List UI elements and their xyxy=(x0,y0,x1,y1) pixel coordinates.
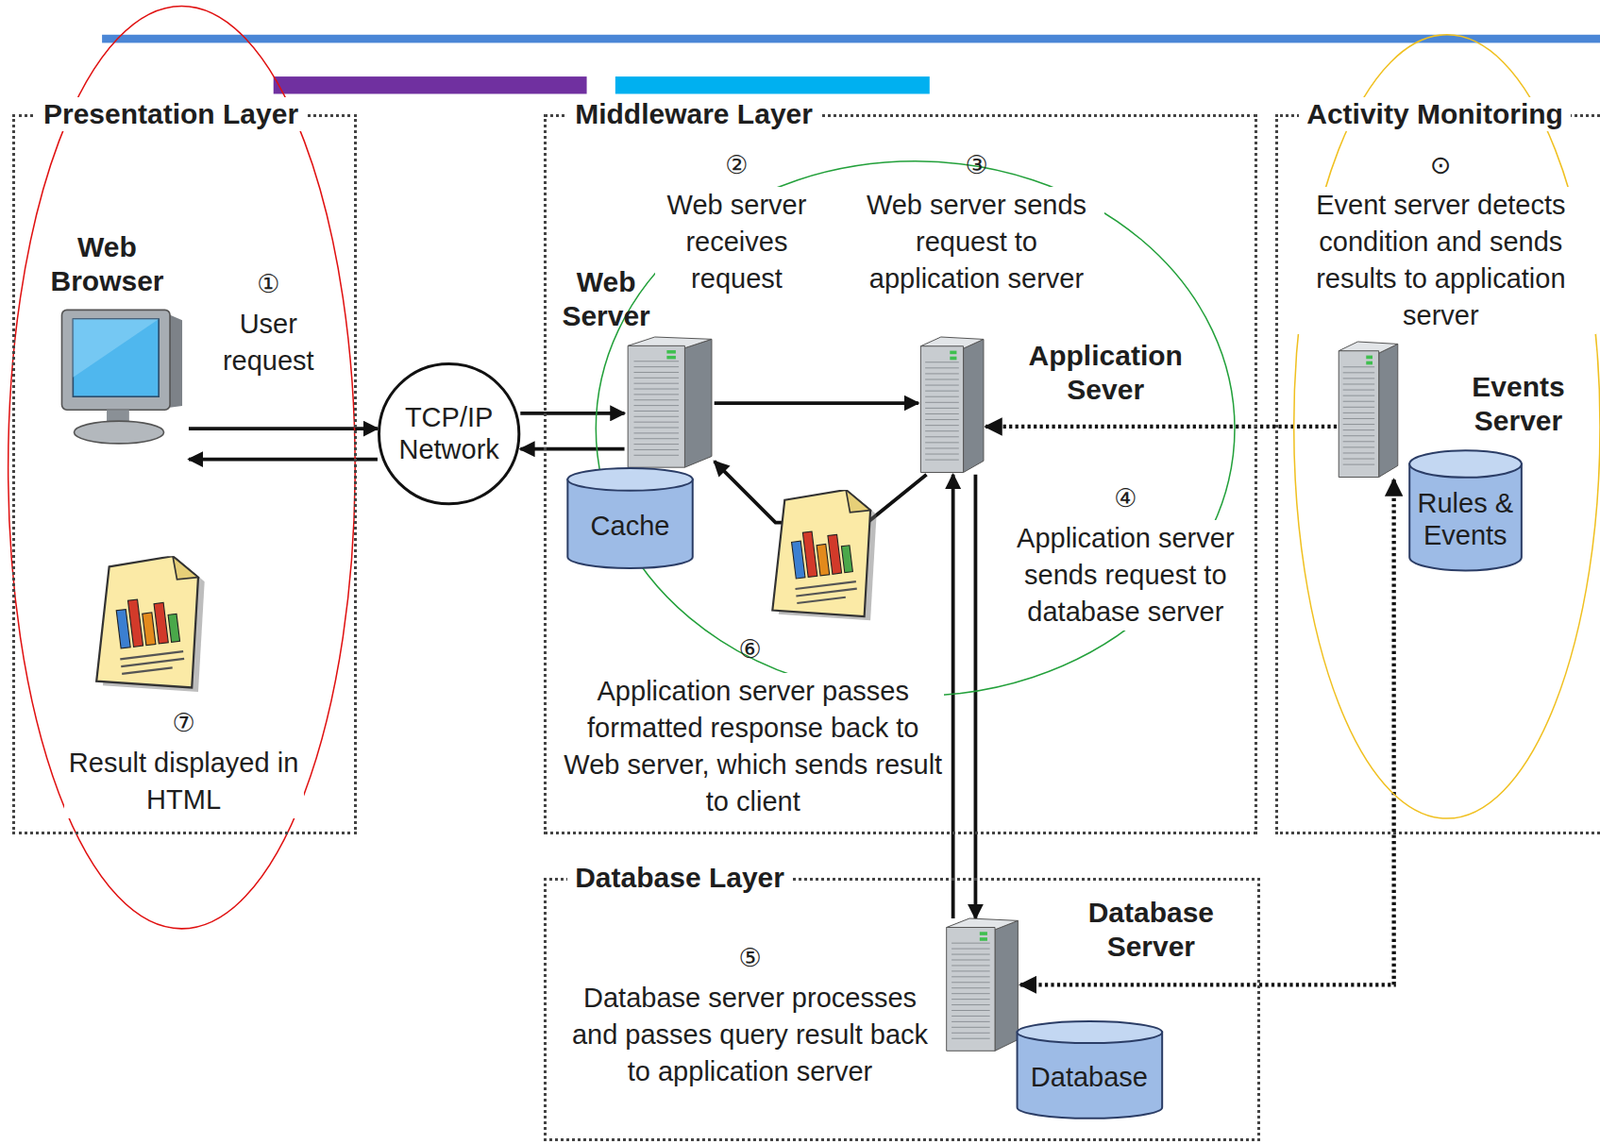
event-connector xyxy=(985,424,1337,429)
flow-arrow xyxy=(974,474,978,919)
server-node: Events Server xyxy=(1336,341,1400,480)
flow-arrow xyxy=(188,457,378,462)
callout-number: ⑤ xyxy=(727,941,774,976)
server-node: Web Server xyxy=(624,336,715,471)
callout-number: ④ xyxy=(1103,481,1149,516)
layer-title: Middleware Layer xyxy=(567,97,821,132)
report-icon xyxy=(96,555,205,692)
server-shape xyxy=(624,336,715,471)
flow-arrow xyxy=(714,401,919,405)
step-note: Database server processes and passes que… xyxy=(563,979,937,1091)
report-icon xyxy=(772,489,876,621)
top-rule xyxy=(101,34,1600,44)
layer-title: Activity Monitoring xyxy=(1298,97,1571,132)
flow-arrow xyxy=(951,474,956,919)
step-note: Application server passes formatted resp… xyxy=(561,673,944,821)
server-label: Events Server xyxy=(1457,370,1581,438)
callout-number: ② xyxy=(714,148,760,183)
flow-arrow xyxy=(188,426,378,431)
highlight-ellipse xyxy=(1294,34,1600,819)
accent-bar xyxy=(273,76,588,94)
cyl-node: Cache xyxy=(566,467,694,570)
server-label: Database Server xyxy=(1074,895,1228,964)
flow-arrow xyxy=(520,447,624,452)
step-note: Event server detects condition and sends… xyxy=(1285,186,1598,335)
flow-arrow xyxy=(520,411,624,416)
server-shape xyxy=(943,918,1021,1054)
shape-label: Rules & Events xyxy=(1414,469,1516,551)
shape-label: Database xyxy=(1021,1046,1158,1094)
circle-shape xyxy=(377,362,521,506)
server-shape xyxy=(1336,341,1400,480)
step-note: Web server sends request to application … xyxy=(848,186,1104,298)
cyl-node: Rules & Events xyxy=(1408,449,1523,573)
layer-title: Presentation Layer xyxy=(35,97,306,132)
circle-node: TCP/IP Network xyxy=(377,362,521,506)
step-note: Web server receives request xyxy=(655,186,819,298)
shape-label: TCP/IP Network xyxy=(385,401,514,466)
server-label: Web Server xyxy=(556,265,656,334)
step-note: Application server sends request to data… xyxy=(997,520,1253,631)
step-note: User request xyxy=(202,305,336,380)
callout-number: ⑦ xyxy=(161,706,207,741)
monitor-node: Web Browser xyxy=(55,305,189,449)
callout-number: ⊙ xyxy=(1418,148,1465,183)
callout-number: ③ xyxy=(954,148,1000,183)
server-node: Database Server xyxy=(943,918,1021,1054)
callout-number: ① xyxy=(246,267,292,302)
server-node: Application Sever xyxy=(918,336,986,475)
server-label: Application Sever xyxy=(1016,338,1196,407)
layer-title: Database Layer xyxy=(567,860,792,895)
accent-bar xyxy=(615,76,930,94)
server-shape xyxy=(918,336,986,475)
server-label: Web Browser xyxy=(35,230,179,299)
monitor-shape xyxy=(55,305,189,449)
step-note: Result displayed in HTML xyxy=(64,744,304,819)
callout-number: ⑥ xyxy=(727,632,774,667)
shape-label: Cache xyxy=(572,495,688,542)
highlight-ellipse xyxy=(8,5,356,928)
cyl-node: Database xyxy=(1015,1020,1164,1120)
